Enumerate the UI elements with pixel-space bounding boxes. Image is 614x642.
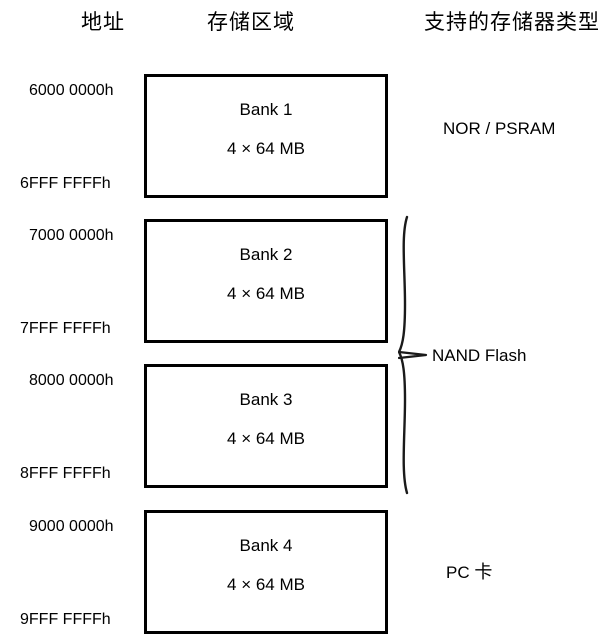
memory-type-label-nand-flash: NAND Flash: [432, 346, 527, 365]
address-end-bank3: 8FFF FFFFh: [20, 465, 111, 482]
address-start-bank1: 6000 0000h: [29, 82, 114, 99]
bank-size-3: 4 × 64 MB: [227, 429, 305, 448]
bank-title-2: Bank 2: [239, 245, 293, 264]
column-header-memory-type: 支持的存储器类型: [424, 10, 600, 34]
bank-box-1: Bank 1 4 × 64 MB: [144, 74, 388, 198]
address-start-bank2: 7000 0000h: [29, 227, 114, 244]
bank-box-2: Bank 2 4 × 64 MB: [144, 219, 388, 343]
bank-box-3: Bank 3 4 × 64 MB: [144, 364, 388, 488]
memory-type-label-bank1: NOR / PSRAM: [443, 119, 556, 138]
address-end-bank2: 7FFF FFFFh: [20, 320, 111, 337]
address-end-bank4: 9FFF FFFFh: [20, 611, 111, 628]
address-start-bank3: 8000 0000h: [29, 372, 114, 389]
bank-size-1: 4 × 64 MB: [227, 139, 305, 158]
bank-size-4: 4 × 64 MB: [227, 575, 305, 594]
memory-type-label-bank4-latin: PC: [446, 563, 475, 582]
address-end-bank1: 6FFF FFFFh: [20, 175, 111, 192]
bank-title-3: Bank 3: [239, 390, 293, 409]
memory-type-label-bank4-cjk: 卡: [474, 562, 493, 582]
bank-box-4: Bank 4 4 × 64 MB: [144, 510, 388, 634]
column-header-storage-region: 存储区域: [207, 10, 295, 34]
address-start-bank4: 9000 0000h: [29, 518, 114, 535]
bank-title-4: Bank 4: [239, 536, 293, 555]
column-header-address: 地址: [81, 10, 125, 34]
bank-size-2: 4 × 64 MB: [227, 284, 305, 303]
memory-type-label-bank4: PC 卡: [446, 563, 492, 581]
curly-brace-icon: [398, 215, 428, 495]
bank-title-1: Bank 1: [239, 100, 293, 119]
